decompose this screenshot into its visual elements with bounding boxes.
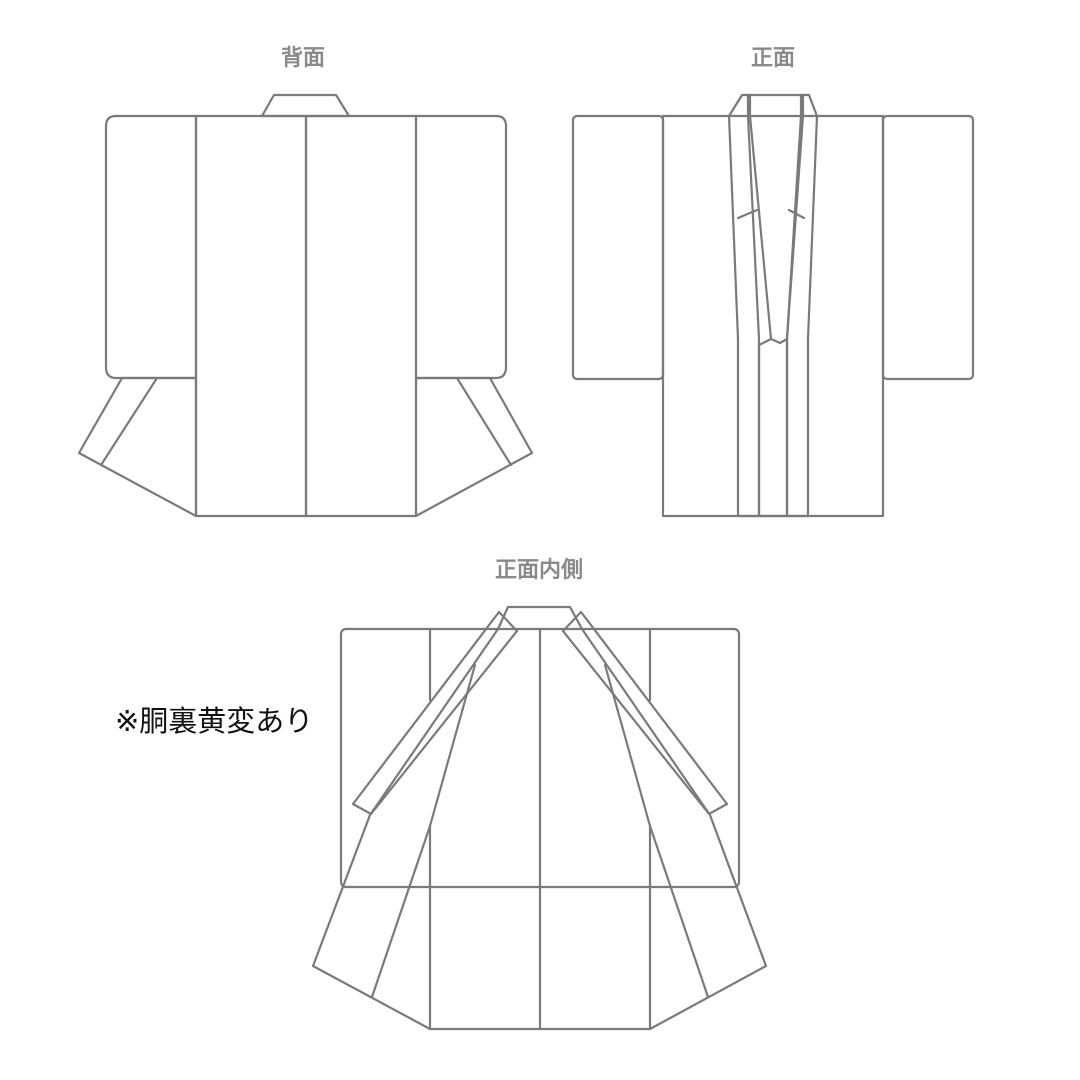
front-left-collar-seam: [736, 208, 759, 220]
inner-view-title: 正面内側: [494, 558, 583, 583]
inner-lining: [311, 605, 768, 1031]
front-right-collar-seam: [787, 208, 806, 220]
back-collar: [260, 93, 351, 118]
back-left-lower-panel: [77, 376, 198, 518]
front-view-kimono: [571, 93, 975, 518]
front-left-collar: [727, 93, 773, 518]
back-view-kimono: [77, 93, 534, 518]
inner-left-gusset-seam: [370, 824, 432, 999]
front-right-collar: [785, 93, 819, 518]
front-view-title: 正面: [750, 46, 795, 71]
back-right-lower-panel: [414, 376, 534, 518]
front-lining-visible: [746, 93, 805, 518]
inner-right-panel-seam: [603, 663, 652, 828]
inner-left-collar: [351, 610, 519, 816]
back-right-gusset-seam: [455, 376, 513, 467]
front-right-sleeve: [881, 114, 975, 381]
lining-yellowing-note: ※胴裏黄変あり: [115, 704, 314, 738]
inner-view-kimono: [311, 605, 768, 1031]
inner-right-gusset-seam: [648, 824, 710, 999]
back-view-title: 背面: [280, 46, 325, 71]
back-left-sleeve: [104, 114, 198, 380]
back-body-right: [304, 114, 418, 518]
back-right-sleeve: [414, 114, 508, 380]
front-left-sleeve: [571, 114, 665, 381]
inner-right-collar: [561, 610, 729, 816]
front-body: [661, 114, 885, 518]
back-body-left: [194, 114, 308, 518]
front-collar-v-left: [769, 337, 782, 345]
inner-left-panel-seam: [428, 663, 477, 828]
back-left-gusset-seam: [99, 376, 159, 467]
front-collar-v-right: [778, 337, 789, 345]
